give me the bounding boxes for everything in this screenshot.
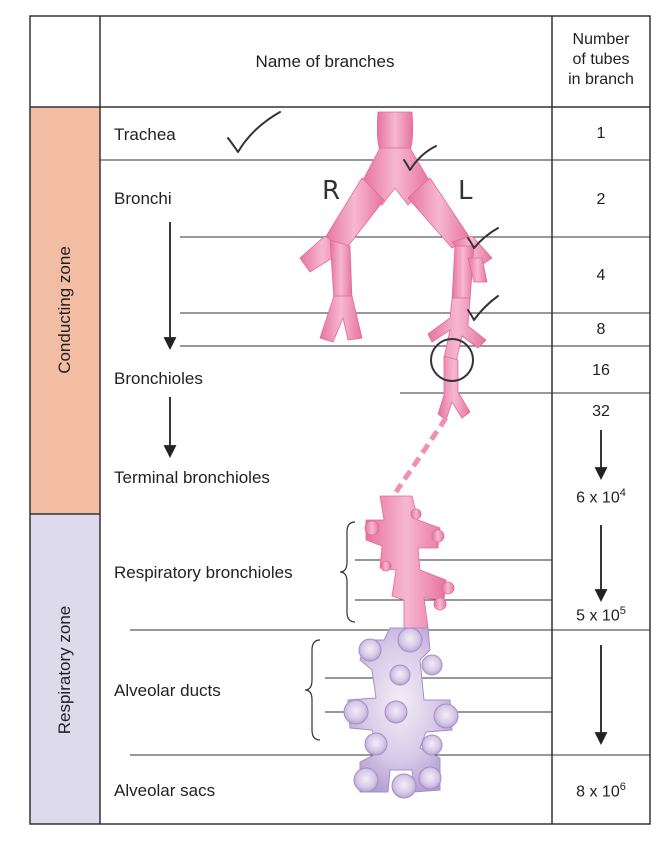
circle-bronchiole [430,338,474,382]
label-alveolar-ducts: Alveolar ducts [114,681,221,700]
table-border [29,15,651,825]
arrow-bronchi-head [163,337,177,351]
count-bronchioles: 16 [592,362,610,379]
label-terminal-bronchioles: Terminal bronchioles [114,468,270,487]
label-bronchioles: Bronchioles [114,369,203,388]
header-number-line-2: of tubes [572,51,630,68]
count-terminal-exp: 4 [619,487,626,499]
checkmark-left-segment [467,295,499,321]
respiratory-bronchioles-shape [364,495,455,631]
airway-tree [299,111,493,421]
arrow-bronchioles-head [163,445,177,459]
handwritten-marks [227,111,499,382]
count-trachea: 1 [596,125,606,142]
count-respiratory: 5 x 105 [552,606,650,624]
header-number-line-3: in branch [568,71,634,88]
zone-label-respiratory: Respiratory zone [55,605,74,735]
terminal-dashed-connector [393,416,449,494]
brace-respiratory-bronchioles [339,521,356,623]
count-gen5: 32 [592,403,610,420]
label-alveolar-sacs: Alveolar sacs [114,781,216,800]
alveolar-structure [343,627,459,799]
brace-alveolar-ducts [304,639,321,741]
count-sacs: 8 x 106 [552,782,650,800]
arrow-count-32-head [594,467,608,481]
count-respiratory-exp: 5 [619,605,626,617]
count-terminal-base: 6 x 10 [576,489,620,507]
label-bronchi: Bronchi [114,189,172,208]
header-name-of-branches: Name of branches [255,52,395,71]
zone-label-conducting: Conducting zone [55,246,74,374]
count-gen2: 4 [596,267,606,284]
arrow-count-ducts-head [594,732,608,746]
label-trachea: Trachea [114,125,176,144]
conducting-zone-band [30,107,100,514]
count-bronchi: 2 [596,191,606,208]
header-number-line-1: Number [572,31,630,48]
checkmark-left-bronchus [467,227,499,249]
count-respiratory-base: 5 x 10 [576,607,620,625]
label-respiratory-bronchioles: Respiratory bronchioles [114,563,293,582]
count-sacs-exp: 6 [619,781,626,793]
count-terminal: 6 x 104 [552,488,650,506]
handwritten-r: R [322,176,341,206]
header-number-of-tubes: Number of tubes in branch [552,30,650,90]
checkmark-trachea [227,111,281,153]
count-gen3: 8 [596,321,606,338]
checkmark-carina [403,145,437,171]
count-sacs-base: 8 x 10 [576,783,620,801]
handwritten-l: L [458,176,473,206]
arrow-count-resp-head [594,589,608,603]
respiratory-zone-band [30,514,100,824]
